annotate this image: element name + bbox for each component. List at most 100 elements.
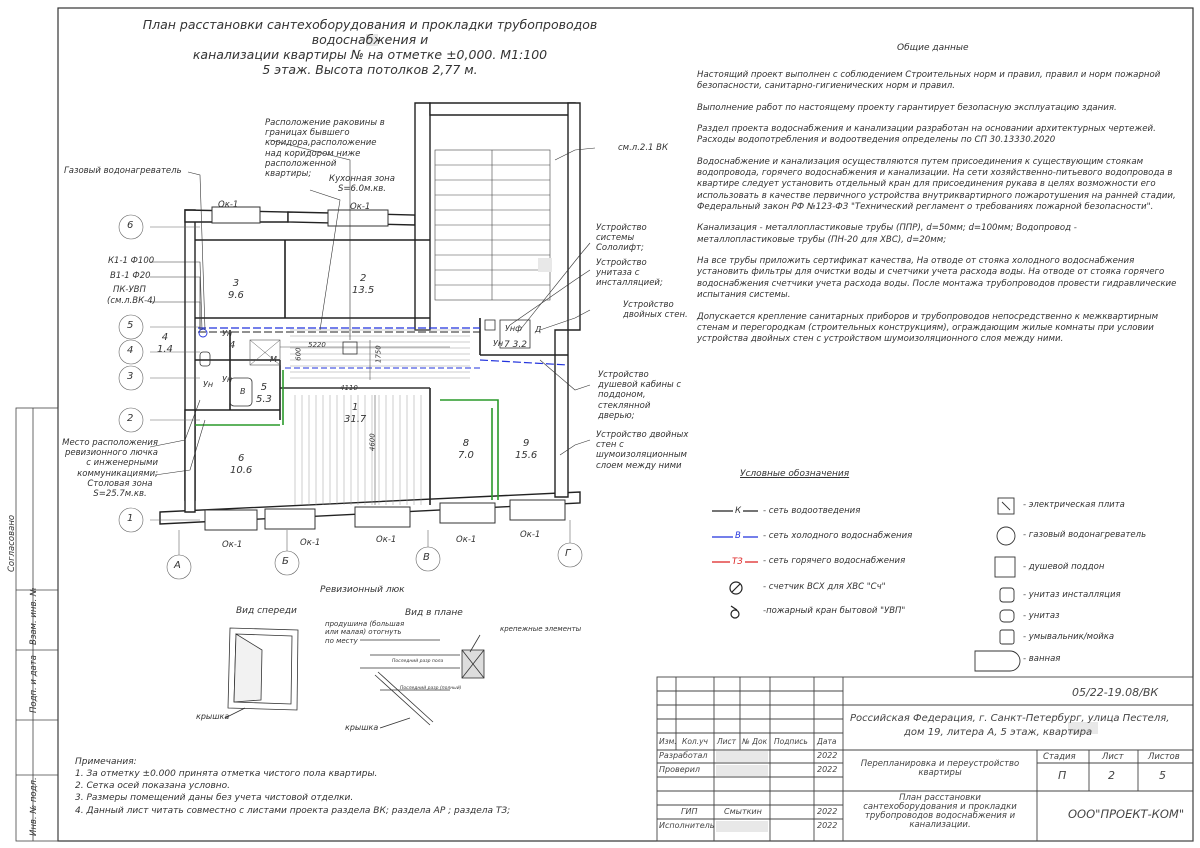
legend-right: - умывальник/мойка bbox=[1023, 632, 1115, 642]
tb-sheet-line: трубопроводов водоснабжения и bbox=[864, 810, 1016, 821]
room-area: 15.6 bbox=[515, 450, 538, 461]
staircase bbox=[434, 149, 551, 301]
sidebar-podp: Подп. и дата bbox=[29, 655, 39, 713]
tb-role: ГИП bbox=[681, 807, 698, 816]
note-item: 1. За отметку ±0.000 принята отметка чис… bbox=[75, 769, 378, 780]
title-line-1: План расстановки сантехоборудования и пр… bbox=[142, 17, 598, 47]
tb-lists-label: Листов bbox=[1148, 752, 1180, 762]
label-k1: К1-1 Ф100 bbox=[108, 256, 155, 266]
hatch-front: Вид спереди bbox=[236, 606, 297, 616]
legend-right: - унитаз инсталляция bbox=[1023, 590, 1121, 600]
legend-code-t3: ТЗ bbox=[730, 557, 745, 568]
fixture-un: Ун bbox=[222, 329, 233, 338]
hatch-lid2: крышка bbox=[345, 723, 379, 732]
general-heading: Общие данные bbox=[897, 43, 969, 53]
fixture-un: Ун bbox=[493, 339, 504, 348]
hatch-lid1: крышка bbox=[196, 712, 230, 721]
dim-1750: 1750 bbox=[374, 345, 383, 364]
window-label: Ок-1 bbox=[218, 200, 239, 210]
label-solo: Устройство системы Сололифт; bbox=[596, 223, 647, 254]
room-area: 10.6 bbox=[230, 465, 253, 476]
general-paragraph: На все трубы приложить сертификат качест… bbox=[697, 256, 1177, 301]
floor-hatch bbox=[290, 329, 470, 505]
general-notes: Общие данные Настоящий проект выполнен с… bbox=[697, 43, 1177, 356]
legend-right: - ванная bbox=[1023, 654, 1061, 664]
bath-icon bbox=[229, 377, 253, 407]
room-4b: 4 bbox=[229, 340, 235, 352]
notes: Примечания: 1. За отметку ±0.000 принята… bbox=[75, 756, 510, 817]
shower-icon bbox=[499, 319, 531, 349]
tb-sheet-title: План расстановки сантехоборудования и пр… bbox=[845, 794, 1035, 830]
label-sink: Расположение раковины в границах бывшего… bbox=[265, 118, 385, 179]
legend-text: - сеть горячего водоснабжения bbox=[763, 556, 906, 566]
tb-list-label: Лист bbox=[1102, 752, 1124, 762]
tb-role: Проверил bbox=[659, 765, 701, 774]
sidebar-soglasovano: Согласовано bbox=[7, 514, 17, 572]
redacted-fields bbox=[366, 34, 1098, 832]
tb-project-line: Перепланировка и переустройство bbox=[860, 759, 1020, 769]
washbasin-icon bbox=[484, 319, 496, 331]
fixture-v: В bbox=[240, 387, 246, 396]
axis-grid bbox=[118, 214, 583, 580]
room-num: 4 bbox=[161, 332, 169, 343]
label-gas: Газовый водонагреватель bbox=[64, 166, 182, 176]
label-sheet-ref: см.л.2.1 ВК bbox=[618, 143, 669, 153]
tb-address1: Российская Федерация, г. Санкт-Петербург… bbox=[850, 713, 1170, 724]
room-num: 6 bbox=[237, 453, 245, 464]
tb-h-list: Лист bbox=[717, 737, 737, 746]
axis-3: 3 bbox=[127, 371, 134, 382]
label-double2: Устройство двойных стен с шумоизоляционн… bbox=[596, 430, 689, 471]
sidebar-vzam: Взам. инв. № bbox=[29, 587, 39, 645]
general-paragraph: Выполнение работ по настоящему проекту г… bbox=[697, 102, 1117, 113]
dimension-lines bbox=[280, 340, 450, 505]
window-label: Ок-1 bbox=[376, 535, 397, 545]
axis-6: 6 bbox=[127, 220, 134, 231]
sidebar-inv: Инв. № подл. bbox=[29, 777, 39, 836]
room-num: 8 bbox=[462, 438, 470, 449]
tb-project: Перепланировка и переустройство квартиры bbox=[845, 759, 1035, 779]
tb-list: 2 bbox=[1108, 769, 1115, 782]
floor-plan bbox=[118, 102, 596, 580]
fixture-un: Ун bbox=[222, 375, 233, 384]
gas-heater-icon bbox=[198, 328, 208, 338]
label-revision: Место расположения ревизионного лючка с … bbox=[62, 438, 158, 479]
room-area: 1.4 bbox=[157, 344, 173, 355]
tb-company: ООО"ПРОЕКТ-КОМ" bbox=[1068, 807, 1185, 821]
fixture-m: М bbox=[270, 355, 277, 364]
title-block-grid bbox=[656, 676, 1194, 842]
window-label: Ок-1 bbox=[300, 538, 321, 548]
leader-lines bbox=[149, 139, 596, 476]
left-stamp bbox=[15, 407, 59, 842]
room-area: 3.2 bbox=[512, 340, 527, 350]
note-item: 3. Размеры помещений даны без учета чист… bbox=[75, 793, 354, 804]
axis-v: В bbox=[423, 552, 430, 563]
tb-code: 05/22-19.08/ВК bbox=[1072, 686, 1159, 699]
legend-right: - душевой поддон bbox=[1023, 562, 1105, 572]
legend-symbols-right bbox=[974, 497, 1021, 672]
revision-hatch-drawing bbox=[224, 627, 485, 729]
note-item: 2. Сетка осей показана условно. bbox=[75, 781, 231, 792]
axis-b: Б bbox=[282, 556, 289, 567]
general-paragraph: Канализация - металлопластиковые трубы (… bbox=[697, 223, 1077, 245]
tb-sheet-line: План расстановки bbox=[899, 793, 981, 803]
hatch-fasteners: крепежные элементы bbox=[500, 625, 582, 633]
room-area: 5.3 bbox=[256, 394, 272, 405]
tb-h-sign: Подпись bbox=[774, 737, 808, 746]
legend-text: - сеть водоотведения bbox=[763, 506, 861, 516]
legend-text: -пожарный кран бытовой "УВП" bbox=[763, 606, 906, 616]
tb-sheet-line: канализации. bbox=[909, 819, 971, 830]
general-paragraph: Раздел проекта водоснабжения и канализац… bbox=[697, 124, 1156, 146]
stove-icon bbox=[342, 341, 358, 355]
legend-code-k: К bbox=[733, 506, 744, 517]
label-toilet: Устройство унитаза с инсталляцией; bbox=[596, 258, 663, 289]
label-dining: Столовая зона S=25.7м.кв. bbox=[87, 479, 153, 500]
room-num: 2 bbox=[359, 273, 367, 284]
tb-h-izm: Изм. bbox=[659, 737, 677, 746]
tb-stage: П bbox=[1058, 769, 1067, 782]
